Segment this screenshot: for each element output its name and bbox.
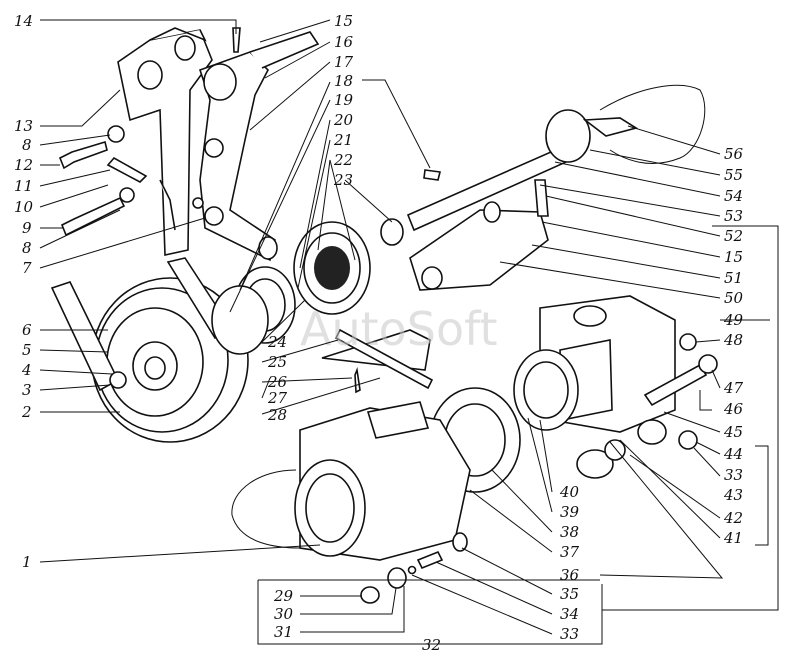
label-14: 14 xyxy=(14,12,33,30)
label-44: 44 xyxy=(723,445,743,463)
label-1: 1 xyxy=(22,553,32,571)
label-13: 13 xyxy=(14,117,33,135)
label-30: 30 xyxy=(274,605,294,623)
label-35: 35 xyxy=(560,585,579,603)
label-27: 27 xyxy=(267,389,288,407)
part-labels: 14 13 8 12 11 10 9 8 7 6 5 4 3 2 1 15 16… xyxy=(14,12,744,654)
label-9: 9 xyxy=(22,219,32,237)
label-47: 47 xyxy=(723,379,744,397)
fittings-bottom xyxy=(334,328,468,604)
label-15b: 15 xyxy=(724,248,743,266)
label-52: 52 xyxy=(724,227,743,245)
label-3: 3 xyxy=(22,381,32,399)
label-18: 18 xyxy=(334,72,353,90)
label-36: 36 xyxy=(560,566,580,584)
label-48: 48 xyxy=(723,331,743,349)
label-5: 5 xyxy=(22,341,32,359)
tension-arm xyxy=(198,31,320,262)
label-21: 21 xyxy=(333,131,353,149)
valve-body xyxy=(409,179,549,291)
label-11: 11 xyxy=(14,177,33,195)
label-50: 50 xyxy=(724,289,744,307)
label-24: 24 xyxy=(267,333,287,351)
label-26: 26 xyxy=(267,373,288,391)
label-19: 19 xyxy=(334,91,354,109)
shaft xyxy=(406,84,706,232)
label-33b: 33 xyxy=(560,625,579,643)
label-33a: 33 xyxy=(724,466,743,484)
label-38: 38 xyxy=(560,523,579,541)
label-25: 25 xyxy=(267,353,287,371)
label-53: 53 xyxy=(724,207,743,225)
label-28: 28 xyxy=(267,406,287,424)
label-37: 37 xyxy=(560,543,580,561)
label-41: 41 xyxy=(723,529,743,547)
label-16: 16 xyxy=(334,33,354,51)
label-31: 31 xyxy=(274,623,293,641)
label-32: 32 xyxy=(422,636,441,654)
label-40: 40 xyxy=(559,483,580,501)
label-29: 29 xyxy=(273,587,294,605)
pulley xyxy=(50,257,249,443)
label-15a: 15 xyxy=(334,12,353,30)
reservoir-housing xyxy=(231,401,471,561)
fittings-right xyxy=(576,333,718,479)
label-23: 23 xyxy=(333,171,353,189)
label-8a: 8 xyxy=(22,136,32,154)
leader-lines xyxy=(39,19,779,645)
label-55: 55 xyxy=(724,166,743,184)
label-51: 51 xyxy=(724,269,743,287)
label-34: 34 xyxy=(560,605,579,623)
label-12: 12 xyxy=(14,156,33,174)
bolts-left xyxy=(58,27,241,237)
label-2: 2 xyxy=(21,403,32,421)
label-43: 43 xyxy=(723,486,743,504)
label-39: 39 xyxy=(560,503,580,521)
label-6: 6 xyxy=(22,321,32,339)
label-20: 20 xyxy=(333,111,354,129)
label-49: 49 xyxy=(723,311,744,329)
mounting-bracket xyxy=(117,27,213,256)
bearing-group xyxy=(211,169,441,355)
label-10: 10 xyxy=(14,198,34,216)
label-7: 7 xyxy=(22,259,32,277)
label-46: 46 xyxy=(723,400,744,418)
label-54: 54 xyxy=(724,187,743,205)
label-8b: 8 xyxy=(22,239,32,257)
watermark: AutoSoft xyxy=(300,302,498,356)
label-17: 17 xyxy=(334,53,354,71)
label-56: 56 xyxy=(724,145,744,163)
label-22: 22 xyxy=(333,151,353,169)
label-45: 45 xyxy=(723,423,743,441)
label-4: 4 xyxy=(21,361,32,379)
label-42: 42 xyxy=(723,509,743,527)
